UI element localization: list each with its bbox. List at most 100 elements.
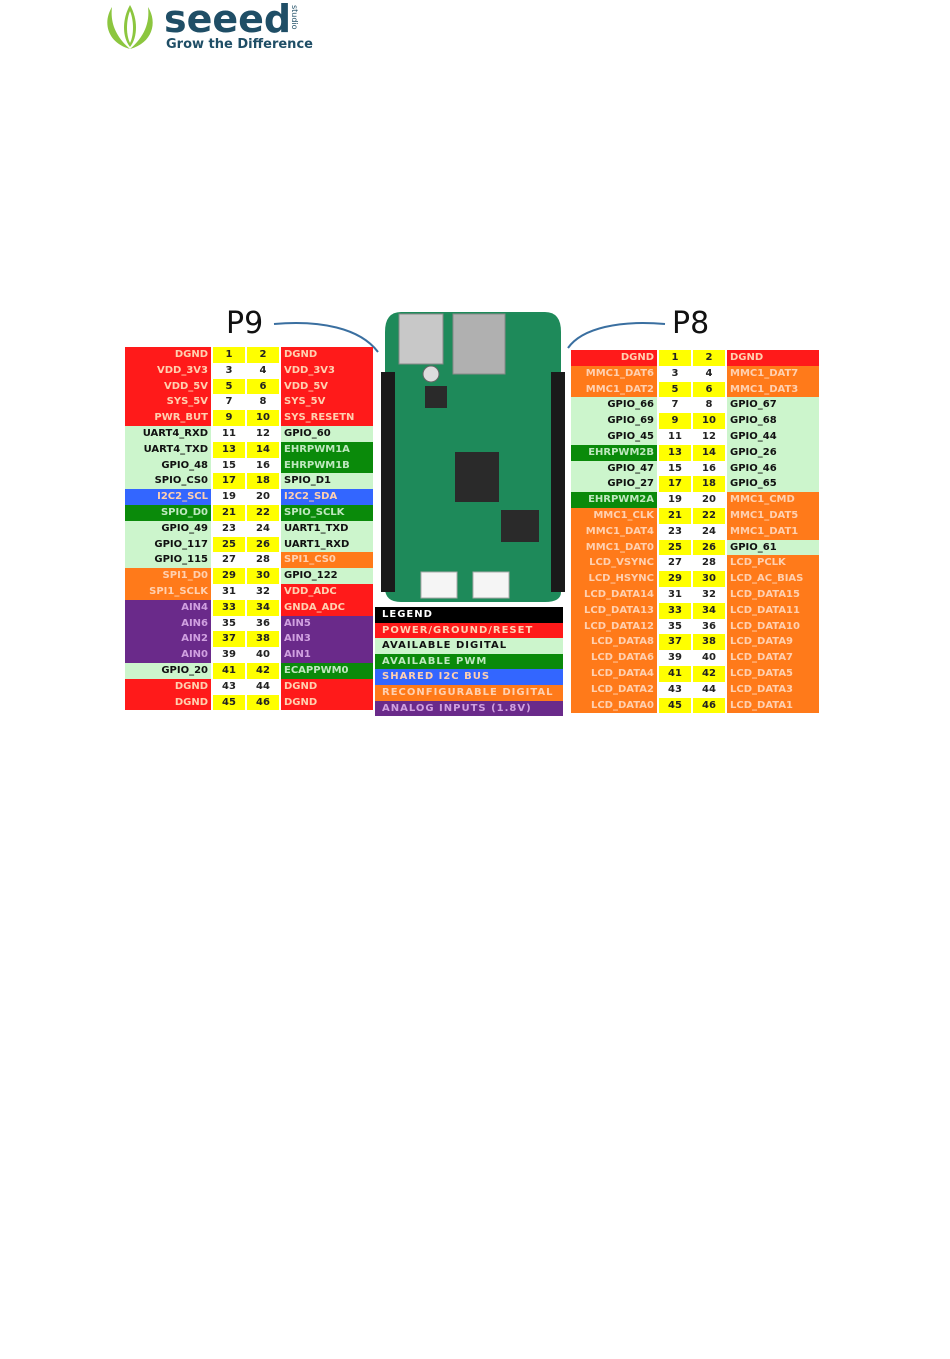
p8-title: P8 — [672, 306, 710, 341]
pin-number-right: 30 — [247, 568, 279, 584]
pin-label-right: LCD_DATA3 — [727, 681, 819, 698]
pin-label-right: SPIO_D1 — [281, 473, 373, 490]
pin-number-right: 6 — [247, 378, 279, 395]
pin-label-right: GPIO_44 — [727, 428, 819, 445]
pin-number-right: 42 — [247, 662, 279, 679]
pin-label-right: GNDA_ADC — [281, 599, 373, 616]
pin-label-left: MMC1_DAT2 — [571, 381, 657, 398]
pin-label-right: LCD_DATA15 — [727, 586, 819, 603]
pin-label-right: MMC1_DAT1 — [727, 523, 819, 540]
pin-number-left: 31 — [213, 583, 245, 600]
pin-number-right: 18 — [693, 476, 725, 493]
pin-label-right: EHRPWM1A — [281, 441, 373, 458]
pin-number-right: 46 — [693, 697, 725, 714]
pin-number-left: 45 — [213, 694, 245, 711]
pin-number-right: 20 — [247, 489, 279, 505]
pin-number-right: 10 — [693, 413, 725, 429]
logo-tagline: Grow the Difference — [166, 37, 313, 52]
pin-label-left: GPIO_69 — [571, 413, 657, 429]
pin-number-right: 12 — [693, 428, 725, 445]
pin-number-left: 13 — [213, 441, 245, 458]
pin-number-left: 13 — [659, 444, 691, 461]
pin-number-left: 35 — [659, 618, 691, 635]
pin-label-left: MMC1_DAT6 — [571, 365, 657, 382]
pin-number-right: 24 — [247, 520, 279, 537]
pin-number-left: 5 — [659, 381, 691, 398]
pin-number-right: 16 — [247, 457, 279, 474]
pin-label-right: GPIO_46 — [727, 460, 819, 477]
pin-number-right: 26 — [693, 539, 725, 556]
pin-number-right: 42 — [693, 665, 725, 682]
pin-number-right: 34 — [693, 602, 725, 619]
pin-label-right: GPIO_26 — [727, 444, 819, 461]
pin-number-right: 18 — [247, 473, 279, 490]
pin-number-left: 45 — [659, 697, 691, 714]
pin-number-left: 1 — [659, 350, 691, 366]
pin-number-left: 19 — [213, 489, 245, 505]
pin-label-right: DGND — [281, 347, 373, 363]
pin-number-right: 22 — [247, 504, 279, 521]
pin-label-left: GPIO_66 — [571, 397, 657, 414]
pin-label-right: MMC1_DAT5 — [727, 507, 819, 524]
pin-number-left: 11 — [213, 425, 245, 442]
pin-label-left: LCD_DATA8 — [571, 634, 657, 651]
pin-label-left: GPIO_20 — [125, 662, 211, 679]
pin-label-right: AIN5 — [281, 615, 373, 632]
pin-label-left: LCD_DATA14 — [571, 586, 657, 603]
pin-number-right: 38 — [247, 631, 279, 648]
pin-label-left: GPIO_49 — [125, 520, 211, 537]
legend-item: AVAILABLE PWM — [375, 653, 563, 670]
seeed-logo: seeed studio Grow the Difference — [100, 0, 313, 53]
pin-label-right: VDD_5V — [281, 378, 373, 395]
pin-label-right: MMC1_DAT3 — [727, 381, 819, 398]
pin-number-right: 28 — [247, 552, 279, 569]
pin-number-right: 26 — [247, 536, 279, 553]
pin-label-left: I2C2_SCL — [125, 489, 211, 505]
pin-number-right: 10 — [247, 410, 279, 426]
legend-item: AVAILABLE DIGITAL — [375, 638, 563, 654]
legend-item: LEGEND — [375, 607, 563, 623]
pin-number-left: 11 — [659, 428, 691, 445]
pin-label-right: MMC1_DAT7 — [727, 365, 819, 382]
pin-number-left: 35 — [213, 615, 245, 632]
pin-label-right: GPIO_68 — [727, 413, 819, 429]
pin-label-right: SPIO_SCLK — [281, 504, 373, 521]
pin-number-right: 2 — [693, 350, 725, 366]
pin-number-left: 29 — [659, 571, 691, 587]
pin-label-left: EHRPWM2B — [571, 444, 657, 461]
pin-label-left: DGND — [125, 694, 211, 711]
pin-number-left: 25 — [213, 536, 245, 553]
legend-item: SHARED I2C BUS — [375, 669, 563, 685]
pin-number-left: 41 — [213, 662, 245, 679]
pin-label-left: DGND — [125, 347, 211, 363]
pin-label-left: LCD_DATA13 — [571, 602, 657, 619]
pin-number-left: 15 — [213, 457, 245, 474]
pin-label-left: AIN0 — [125, 647, 211, 663]
pin-label-left: GPIO_115 — [125, 552, 211, 569]
pin-number-left: 17 — [659, 476, 691, 493]
pin-label-left: LCD_DATA4 — [571, 665, 657, 682]
pin-label-right: ECAPPWM0 — [281, 662, 373, 679]
